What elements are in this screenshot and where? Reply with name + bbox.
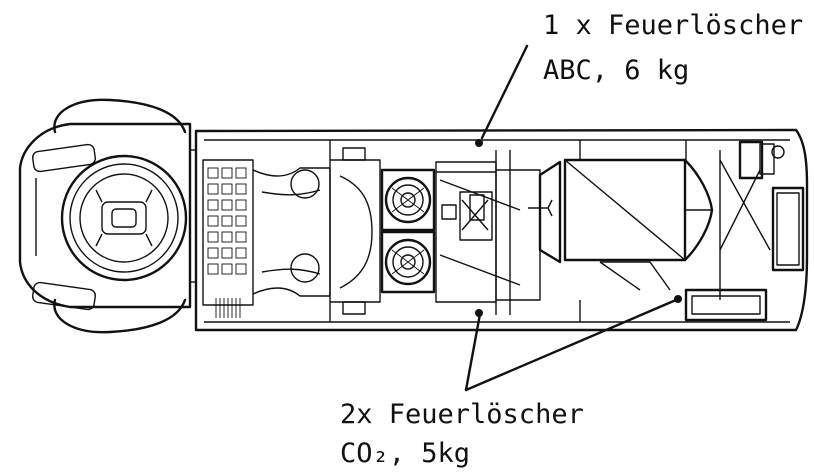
bottom-callout-line2: CO₂, 5kg [340, 438, 470, 469]
driver-cab [18, 98, 196, 334]
rear-storage-box [771, 186, 805, 272]
middle-pipework [435, 150, 541, 315]
water-tank [528, 158, 714, 291]
fan-icon-bottom [384, 238, 432, 286]
bottom-callout-line1: 2x Feuerlöscher [340, 399, 584, 430]
extinguisher-abc-marker [475, 139, 483, 147]
rear-equipment [684, 140, 805, 322]
fan-icon-top [384, 176, 432, 224]
vehicle-body-outline [194, 128, 809, 332]
engine-section [202, 147, 381, 318]
extinguisher-co2-marker-left [475, 309, 483, 317]
body-compartment-lines [329, 140, 687, 322]
rear-compartment-box [684, 288, 768, 322]
top-leader-line [480, 44, 529, 140]
driver-seat-ring [60, 154, 188, 282]
top-callout-line2: ABC, 6 kg [543, 55, 689, 86]
bottom-leader-line-left [464, 312, 482, 392]
top-callout-line1: 1 x Feuerlöscher [543, 10, 803, 41]
extinguisher-co2-marker-right [674, 295, 682, 303]
cooling-fans [380, 168, 436, 294]
bottom-leader-line-right [464, 298, 678, 392]
